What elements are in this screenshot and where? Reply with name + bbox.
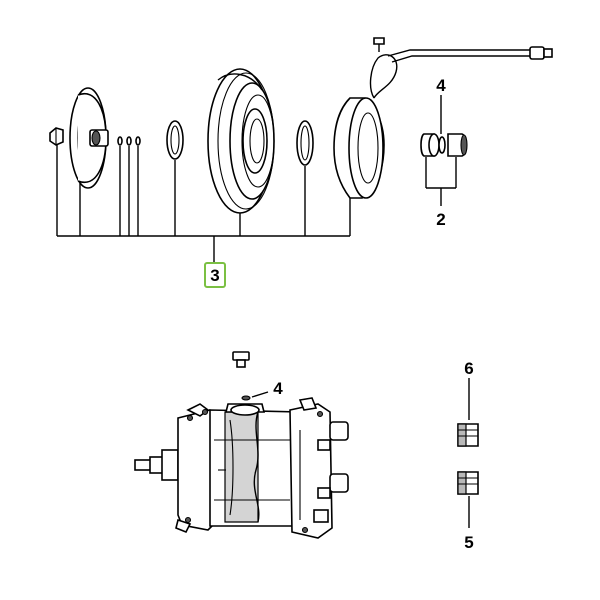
pulley[interactable] bbox=[207, 68, 275, 236]
callout-oring: 4 bbox=[273, 379, 283, 398]
snap-ring-rear[interactable] bbox=[296, 120, 314, 236]
callout-fitting-6: 6 bbox=[464, 359, 473, 378]
compressor-body[interactable] bbox=[134, 397, 349, 539]
callout-fitting-5: 5 bbox=[464, 533, 473, 552]
hub-nut[interactable] bbox=[49, 127, 64, 236]
shim-set[interactable] bbox=[117, 136, 141, 236]
armature-plate[interactable] bbox=[69, 87, 109, 236]
compressor-view: 4 bbox=[134, 351, 479, 552]
compressor-plug[interactable] bbox=[232, 351, 250, 368]
fitting-5[interactable] bbox=[457, 471, 479, 528]
snap-ring-front[interactable] bbox=[166, 120, 184, 236]
callout-ring-set-bracket: 2 bbox=[436, 210, 445, 229]
field-coil[interactable] bbox=[333, 37, 553, 236]
callout-ring-set-top: 4 bbox=[436, 76, 446, 95]
compressor-oring[interactable] bbox=[241, 391, 269, 401]
callout-clutch-assembly[interactable]: 3 bbox=[204, 262, 226, 288]
clutch-exploded-view: 3 4 2 bbox=[49, 37, 553, 288]
fitting-6[interactable] bbox=[457, 378, 479, 447]
ring-set[interactable] bbox=[420, 95, 468, 206]
svg-text:3: 3 bbox=[210, 266, 219, 285]
